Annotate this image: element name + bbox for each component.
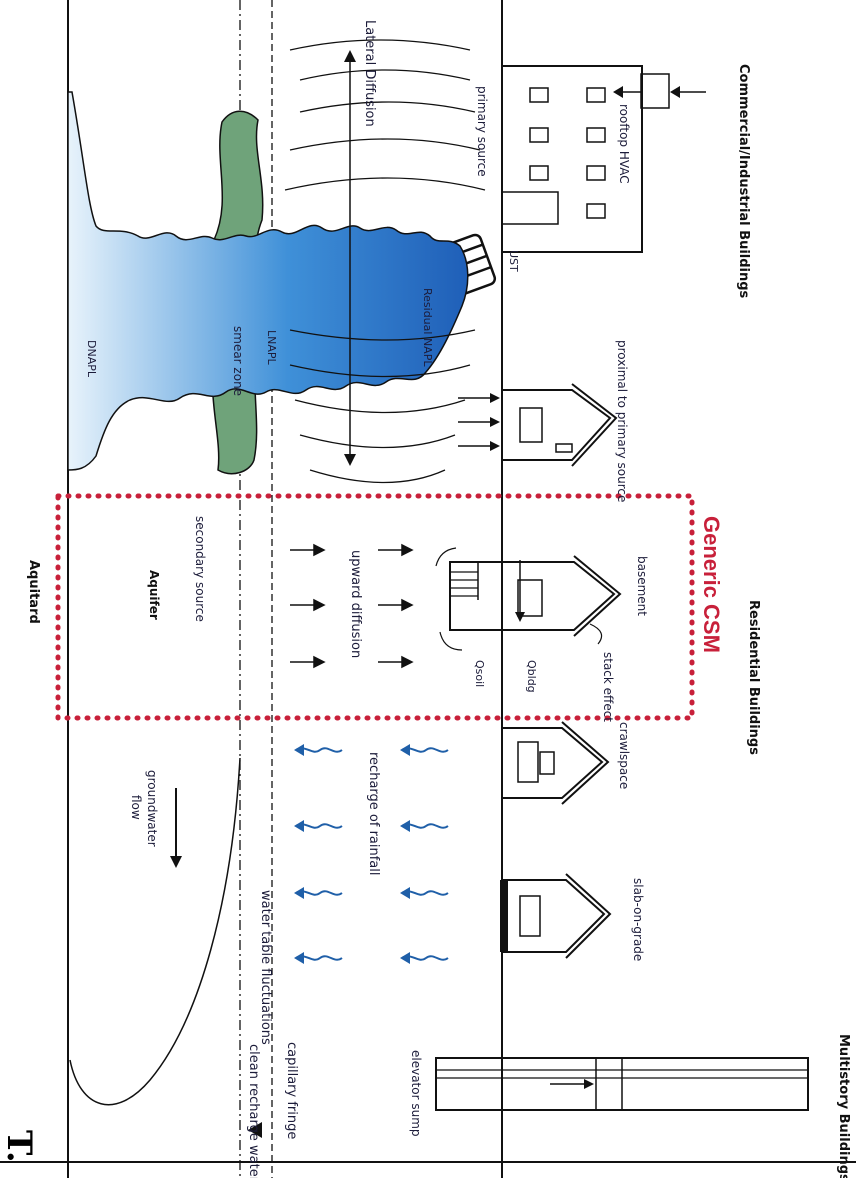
proximal-label: proximal to primary source	[615, 340, 629, 502]
recharge-arrows	[294, 744, 449, 964]
capillary-fringe-label: capillary fringe	[284, 1042, 299, 1139]
napl-plume	[67, 91, 469, 471]
commercial-group-label: Commercial/Industrial Buildings	[736, 64, 751, 299]
slab-on-grade-label: slab-on-grade	[631, 878, 645, 961]
primary-source-label: primary source	[475, 86, 489, 177]
water-table-marker	[248, 1122, 262, 1138]
generic-csm-label: Generic CSM	[699, 516, 724, 653]
commercial-building	[501, 65, 706, 253]
smear-zone-label: smear zone	[231, 326, 245, 396]
multistory-building	[435, 1057, 809, 1111]
water-table-label: water table fluctuations	[258, 890, 273, 1045]
qbldg-label: Qbldg	[525, 660, 538, 693]
residual-napl-label: Residual NAPL	[421, 288, 434, 367]
page-mark: T.	[0, 1130, 39, 1163]
residential-group-label: Residential Buildings	[746, 600, 761, 755]
aquifer-label: Aquifer	[147, 570, 161, 620]
lateral-diffusion-arrow	[344, 50, 356, 466]
groundwater-flow-label-2: flow	[129, 795, 143, 820]
labels: Commercial/Industrial Buildings rooftop …	[0, 20, 851, 1178]
groundwater-flow-label-1: groundwater	[145, 770, 159, 847]
upward-diffusion-label: upward diffusion	[348, 550, 363, 658]
lnapl-label: LNAPL	[265, 330, 278, 366]
qsoil-label: Qsoil	[473, 660, 486, 687]
lateral-diffusion-label: Lateral Diffusion	[362, 20, 377, 127]
lateral-diffusion-arcs	[284, 39, 486, 484]
clean-recharge-label: clean recharge water	[246, 1044, 261, 1178]
secondary-source-label: secondary source	[193, 516, 207, 622]
rooftop-hvac-label: rooftop HVAC	[617, 104, 631, 184]
groundwater-flow-arrow	[170, 788, 182, 868]
basement-house	[435, 547, 622, 651]
generic-csm-box	[55, 493, 695, 721]
recharge-label: recharge of rainfall	[366, 752, 381, 876]
multistory-group-label: Multistory Buildings	[836, 1034, 851, 1178]
upward-diffusion-arrows	[290, 543, 414, 669]
proximal-house	[458, 383, 618, 467]
crawlspace-house	[502, 721, 610, 805]
aquitard-label: Aquitard	[26, 560, 41, 624]
basement-label: basement	[635, 556, 649, 616]
elevator-sump-label: elevator sump	[409, 1050, 423, 1137]
ust-label: UST	[507, 250, 520, 272]
dnapl-label: DNAPL	[85, 340, 98, 378]
stack-effect-label: stack effect	[601, 652, 615, 722]
water-table-fluctuation-curve	[69, 757, 241, 1106]
crawlspace-label: crawlspace	[617, 722, 631, 789]
slab-on-grade-house	[500, 873, 612, 959]
